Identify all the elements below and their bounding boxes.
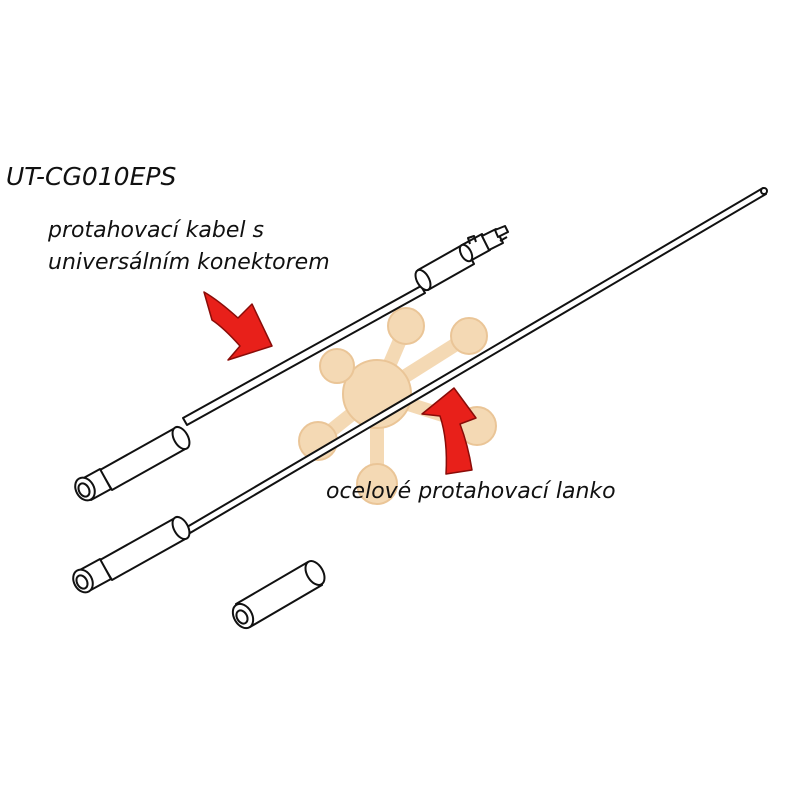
curved-arrow-icon [203, 291, 273, 361]
curved-arrow-icon [421, 387, 477, 475]
steel-wire-label: ocelové protahovací lanko [326, 479, 616, 504]
spare-sleeve [231, 560, 326, 630]
pulling-cable-label-line1: protahovací kabel s [48, 218, 264, 243]
model-code: UT-CG010EPS [6, 162, 177, 191]
pulling-cable-label-line2: universálním konektorem [48, 250, 330, 275]
pulling-cable-label: protahovací kabel s universálním konekto… [48, 215, 330, 279]
pulling-cable [74, 225, 509, 502]
steel-pulling-wire [72, 187, 768, 594]
